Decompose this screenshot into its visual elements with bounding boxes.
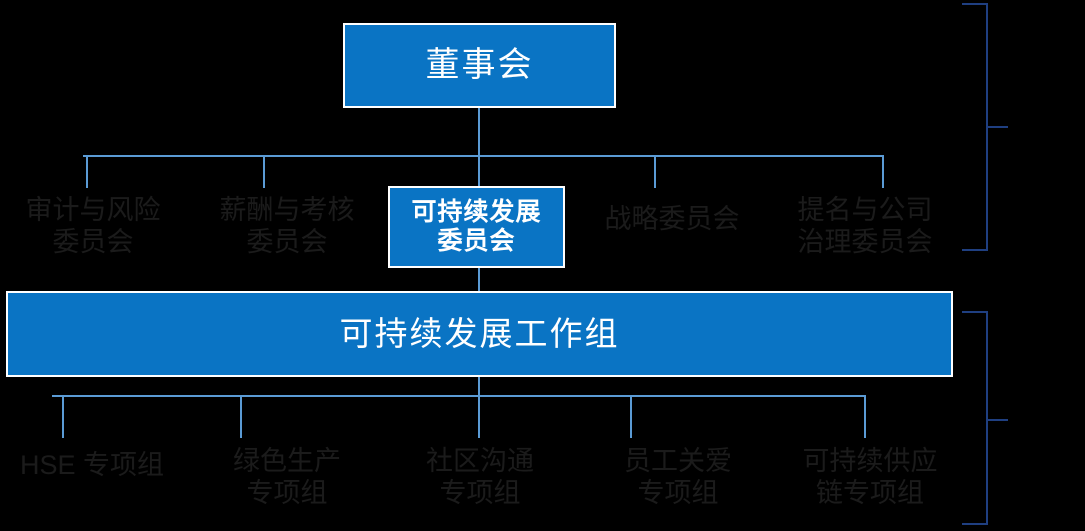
node-hse-task-group[interactable]: HSE 专项组 [0, 449, 192, 481]
node-compensation-assessment-committee-line2: 委员会 [246, 227, 328, 258]
node-nomination-governance-committee-line2: 治理委员会 [797, 227, 933, 258]
connector-drop-community [478, 395, 480, 438]
node-board-of-directors[interactable]: 董事会 [343, 23, 616, 108]
node-sustainability-workgroup-label: 可持续发展工作组 [339, 315, 620, 353]
node-compensation-assessment-committee[interactable]: 薪酬与考核 委员会 [187, 194, 387, 259]
node-strategy-committee-line1: 战略委员会 [604, 204, 740, 234]
connector-sustainability-to-workgroup [478, 268, 480, 293]
node-green-production-task-group[interactable]: 绿色生产 专项组 [187, 445, 387, 510]
node-strategy-committee[interactable]: 战略委员会 [572, 203, 772, 235]
connector-committee-bus [83, 155, 884, 157]
bracket-execution-level [962, 311, 988, 525]
node-supply-chain-task-group-line2: 链专项组 [816, 478, 924, 509]
node-employee-care-task-group[interactable]: 员工关爱 专项组 [578, 445, 778, 510]
connector-drop-hse [62, 395, 64, 438]
node-community-task-group-line1: 社区沟通 [426, 446, 534, 476]
connector-drop-nomination [882, 155, 884, 188]
connector-drop-supply [864, 395, 866, 438]
connector-drop-compensation [263, 155, 265, 188]
connector-drop-employee [630, 395, 632, 438]
node-board-label: 董事会 [425, 45, 534, 84]
node-community-task-group-line2: 专项组 [439, 478, 521, 509]
bracket-governance-level [962, 3, 988, 251]
connector-drop-sustainability [478, 155, 480, 186]
node-sustainability-committee-line2: 委员会 [437, 227, 516, 255]
connector-drop-green [240, 395, 242, 438]
connector-taskgroup-bus [52, 395, 866, 397]
node-employee-care-task-group-line2: 专项组 [637, 478, 719, 509]
node-employee-care-task-group-line1: 员工关爱 [624, 446, 732, 476]
connector-workgroup-stem [478, 377, 480, 396]
node-green-production-task-group-line1: 绿色生产 [233, 446, 341, 476]
node-audit-risk-committee-line2: 委员会 [52, 227, 134, 258]
bracket-governance-level-tick [986, 126, 1008, 128]
node-supply-chain-task-group[interactable]: 可持续供应 链专项组 [770, 445, 970, 510]
node-green-production-task-group-line2: 专项组 [246, 478, 328, 509]
bracket-execution-level-tick [986, 419, 1008, 421]
node-nomination-governance-committee-line1: 提名与公司 [797, 195, 933, 225]
node-nomination-governance-committee[interactable]: 提名与公司 治理委员会 [765, 194, 965, 259]
connector-board-stem [478, 108, 480, 156]
node-audit-risk-committee-line1: 审计与风险 [25, 195, 161, 225]
node-sustainability-committee-line1: 可持续发展 [411, 198, 542, 227]
node-audit-risk-committee[interactable]: 审计与风险 委员会 [0, 194, 193, 259]
node-sustainability-workgroup[interactable]: 可持续发展工作组 [6, 291, 953, 377]
node-hse-task-group-line1: HSE 专项组 [19, 450, 165, 480]
node-compensation-assessment-committee-line1: 薪酬与考核 [219, 195, 355, 225]
node-community-task-group[interactable]: 社区沟通 专项组 [380, 445, 580, 510]
connector-drop-strategy [654, 155, 656, 188]
node-sustainability-committee[interactable]: 可持续发展 委员会 [388, 186, 565, 268]
node-supply-chain-task-group-line1: 可持续供应 [802, 446, 938, 476]
connector-drop-audit [86, 155, 88, 188]
